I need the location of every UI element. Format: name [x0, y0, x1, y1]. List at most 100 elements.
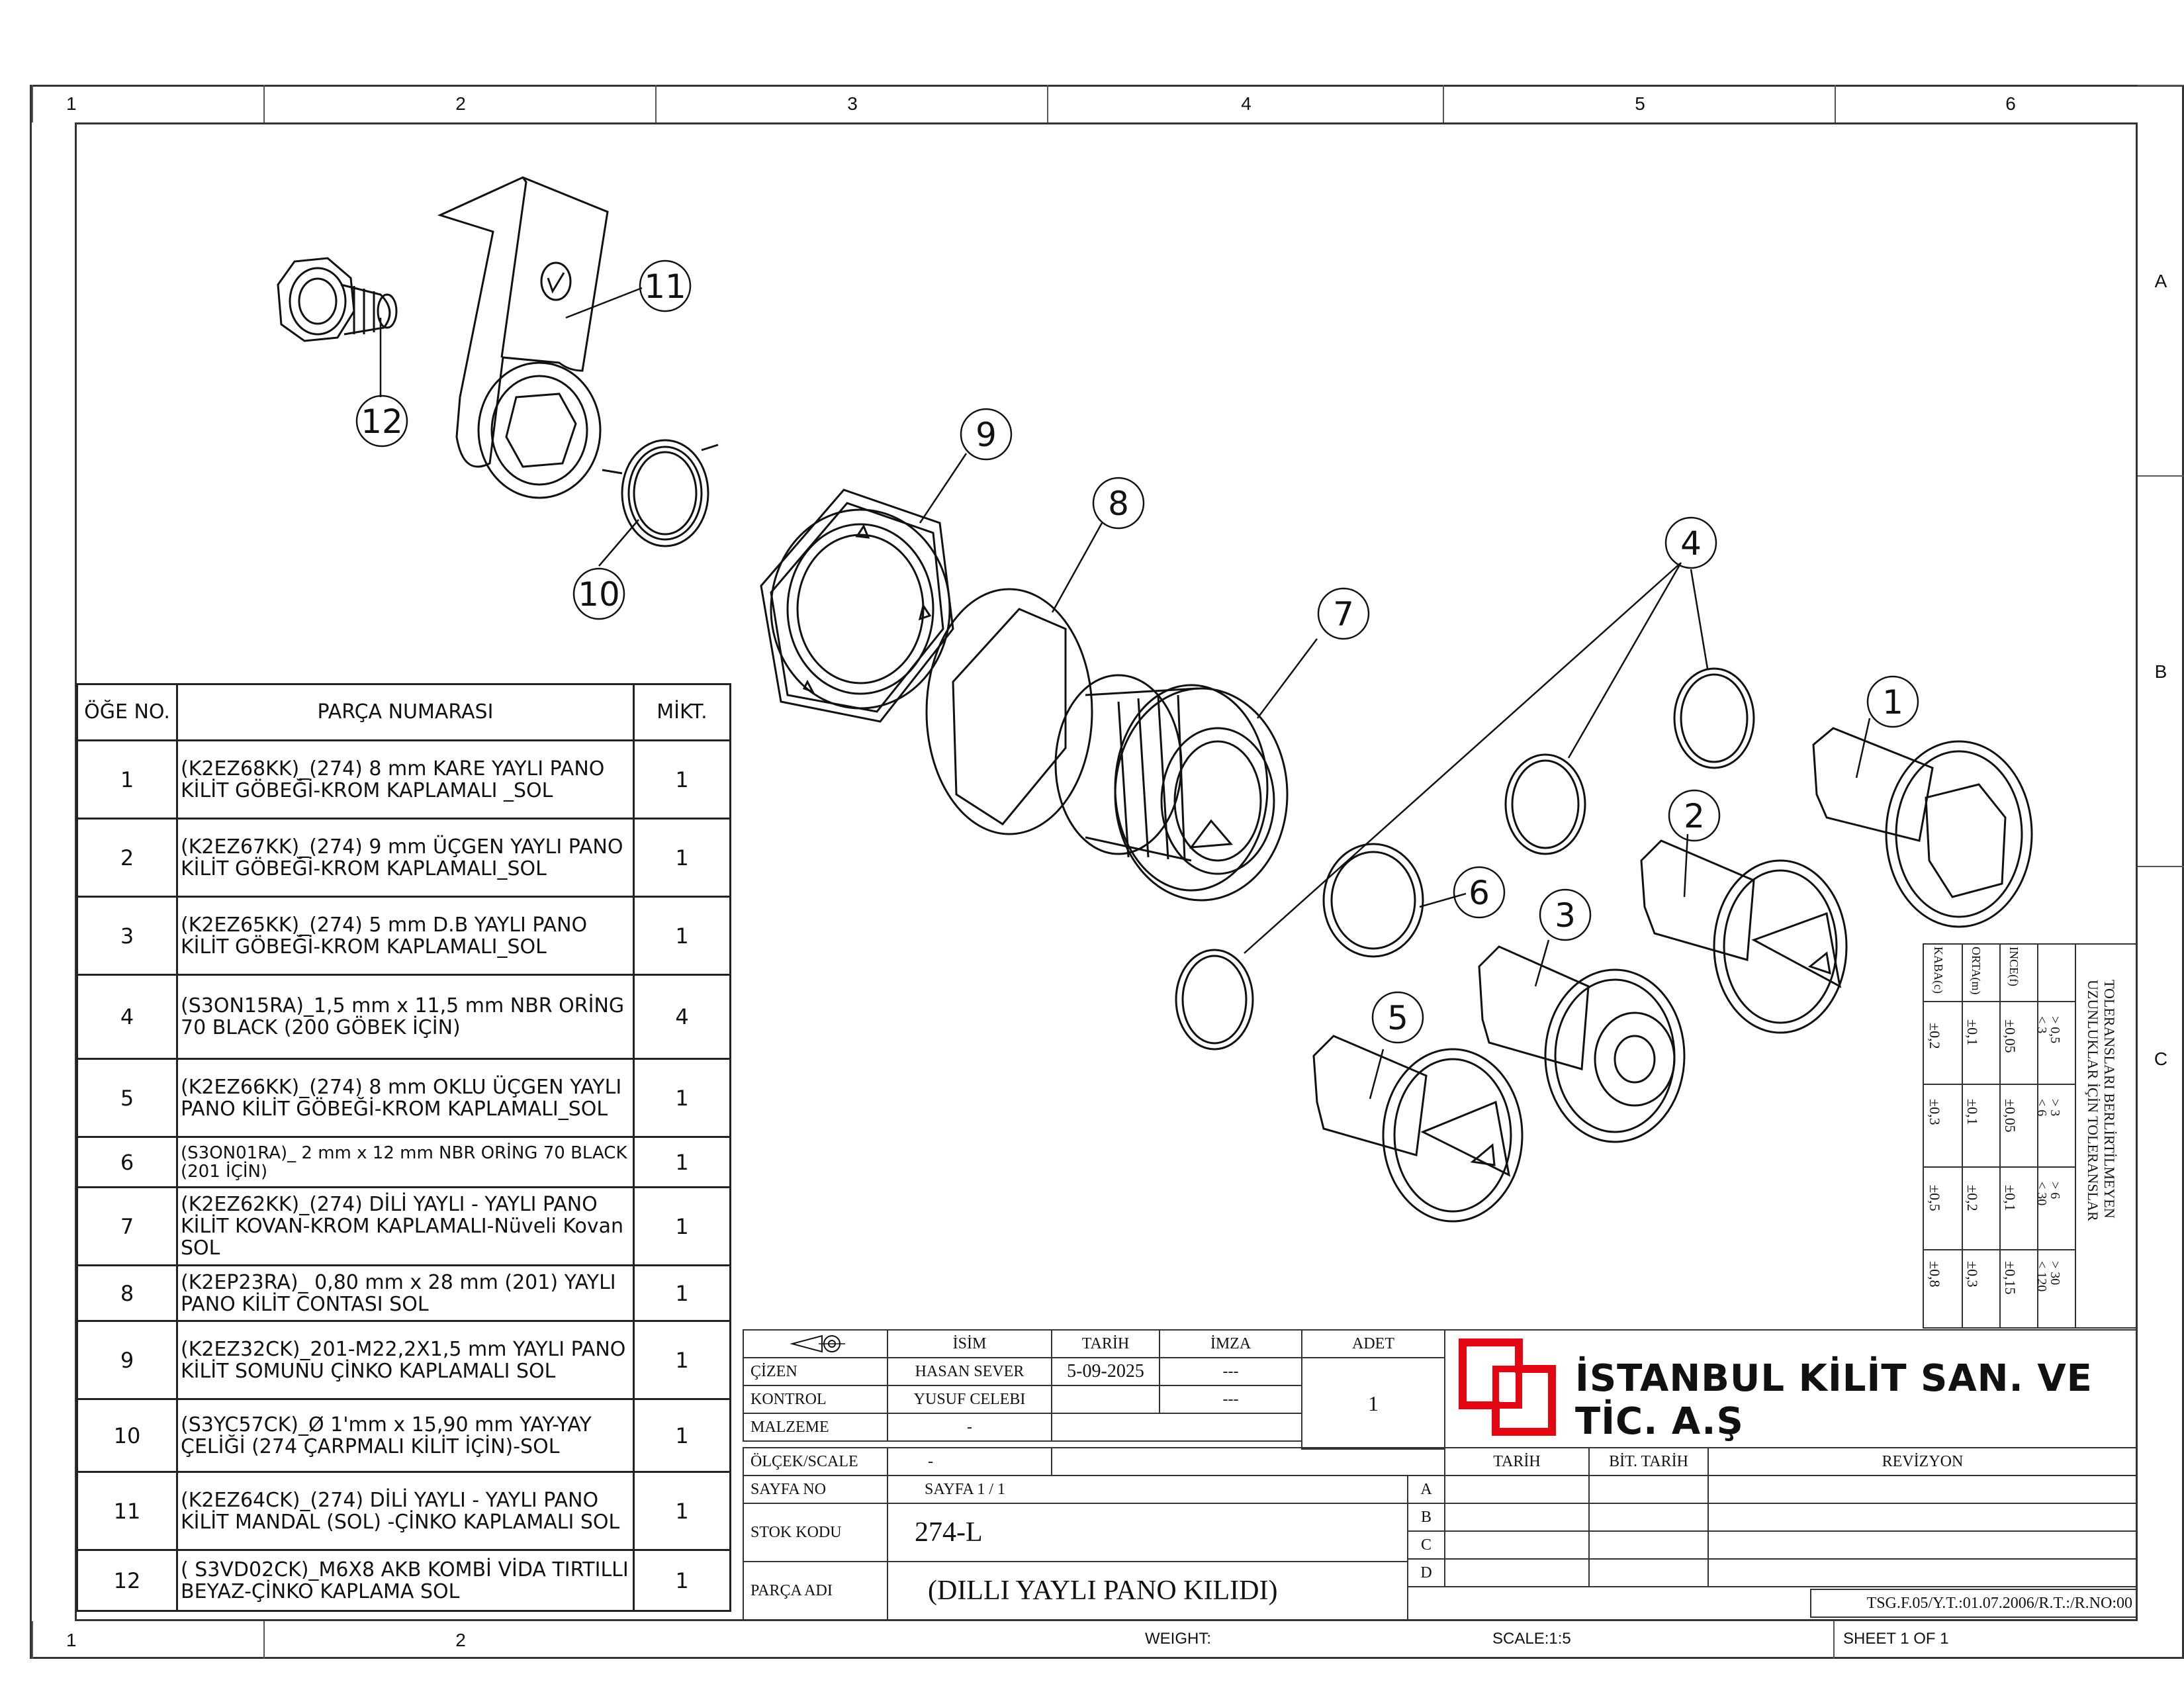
tolerance-row-label-kaba: KABA(c) — [1932, 947, 1945, 994]
balloon-4: 4 — [1680, 524, 1702, 563]
rev-row-B: B — [1407, 1503, 1445, 1532]
table-row: 10(S3YC57CK)_Ø 1'mm x 15,90 mm YAY-YAY Ç… — [76, 1398, 731, 1473]
bom-cell-qty: 1 — [633, 1136, 731, 1188]
malzeme-extra — [1051, 1413, 1302, 1442]
bom-cell-no: 1 — [76, 739, 178, 820]
balloon-6: 6 — [1469, 874, 1490, 912]
cizen-date: 5-09-2025 — [1051, 1357, 1160, 1386]
part-7-housing — [1054, 674, 1289, 902]
tolerance-title-2: UZUNLUKLAR İÇİN TOLERANSLAR — [2085, 980, 2101, 1221]
part-3-db-core — [1478, 945, 1686, 1143]
bom-cell-qty: 1 — [633, 1264, 731, 1322]
bom-cell-qty: 1 — [633, 1471, 731, 1551]
bom-cell-no: 8 — [76, 1264, 178, 1322]
tolerance-row-label-ince: INCE(f) — [2007, 947, 2021, 986]
parca-label: PARÇA ADI — [743, 1561, 888, 1620]
balloon-12: 12 — [361, 402, 403, 441]
tol-kaba-3: ±0,5 — [1927, 1185, 1943, 1211]
col-imza-header: İMZA — [1159, 1329, 1302, 1358]
bom-cell-no: 12 — [76, 1549, 178, 1612]
rev-bit-tarih-header: BİT. TARİH — [1588, 1447, 1709, 1476]
balloon-10: 10 — [578, 575, 620, 614]
part-8-gasket — [925, 588, 1093, 835]
bom-cell-qty: 1 — [633, 739, 731, 820]
bom-cell-qty: 1 — [633, 1398, 731, 1473]
tol-kaba-4: ±0,8 — [1927, 1261, 1943, 1288]
part-5-arrow-triangle-core — [1312, 1035, 1524, 1223]
tol-orta-2: ±0,1 — [1964, 1099, 1981, 1125]
rev-tarih-header: TARİH — [1444, 1447, 1590, 1476]
bom-cell-no: 3 — [76, 896, 178, 976]
balloon-7: 7 — [1333, 595, 1354, 633]
company-name: İSTANBUL KİLİT SAN. VE TİC. A.Ş — [1575, 1357, 2093, 1443]
bom-cell-part: (K2EZ62KK)_(274) DİLİ YAYLI - YAYLI PANO… — [176, 1186, 635, 1266]
sayfa-value: SAYFA 1 / 1 — [887, 1475, 1408, 1504]
rev-revizyon-header: REVİZYON — [1707, 1447, 2138, 1476]
tolerance-table — [1923, 943, 2138, 1329]
balloon-1: 1 — [1882, 683, 1903, 722]
malzeme-value: - — [887, 1413, 1052, 1442]
bom-cell-no: 9 — [76, 1320, 178, 1400]
bom-cell-no: 7 — [76, 1186, 178, 1266]
part-2-triangle-core — [1640, 839, 1848, 1034]
tol-orta-3: ±0,2 — [1964, 1185, 1981, 1211]
bom-cell-part: (K2EZ67KK)_(274) 9 mm ÜÇGEN YAYLI PANO K… — [176, 818, 635, 898]
balloon-3: 3 — [1555, 896, 1576, 935]
part-1-square-core — [1812, 727, 2033, 928]
tolerance-range-2: > 3 < 6 — [2034, 1099, 2062, 1117]
cizen-label: ÇİZEN — [743, 1357, 888, 1386]
part-4-orings — [1175, 667, 1755, 1051]
cizen-name: HASAN SEVER — [887, 1357, 1052, 1386]
tol-kaba-2: ±0,3 — [1927, 1099, 1943, 1125]
bom-cell-no: 10 — [76, 1398, 178, 1473]
bom-cell-part: ( S3VD02CK)_M6X8 AKB KOMBİ VİDA TIRTILLI… — [176, 1549, 635, 1612]
table-row: 5 (K2EZ66KK)_(274) 8 mm OKLU ÜÇGEN YAYLI… — [76, 1058, 731, 1138]
bom-cell-part: (K2EZ68KK)_(274) 8 mm KARE YAYLI PANO Kİ… — [176, 739, 635, 820]
tolerance-range-1: > 0,5 < 3 — [2034, 1016, 2062, 1044]
part-6-oring — [1322, 843, 1424, 958]
adet-value: 1 — [1301, 1357, 1445, 1450]
zone-bottom-1: 1 — [32, 1621, 265, 1659]
sayfa-label: SAYFA NO — [743, 1475, 888, 1504]
tol-ince-2: ±0,05 — [2002, 1099, 2019, 1133]
olcek-extra — [1051, 1447, 1445, 1476]
projection-symbol-cell — [743, 1329, 888, 1358]
bom-cell-no: 2 — [76, 818, 178, 898]
zone-top-6: 6 — [1835, 85, 2184, 122]
col-tarih-header: TARİH — [1051, 1329, 1160, 1358]
bom-cell-part: (K2EZ32CK)_201-M22,2X1,5 mm YAYLI PANO K… — [176, 1320, 635, 1400]
bom-header-qty: MİKT. — [633, 683, 731, 741]
scale-label: SCALE:1:5 — [1492, 1630, 1571, 1648]
tol-orta-1: ±0,1 — [1964, 1019, 1981, 1046]
tol-kaba-1: ±0,2 — [1927, 1023, 1943, 1049]
bom-cell-no: 6 — [76, 1136, 178, 1188]
balloon-8: 8 — [1108, 485, 1129, 523]
bom-cell-no: 11 — [76, 1471, 178, 1551]
bom-cell-qty: 4 — [633, 974, 731, 1060]
table-row: 6(S3ON01RA)_ 2 mm x 12 mm NBR ORİNG 70 B… — [76, 1136, 731, 1188]
kontrol-date — [1051, 1385, 1160, 1414]
drawing-outer-border — [30, 85, 2184, 1659]
rev-row-C: C — [1407, 1530, 1445, 1560]
bom-cell-part: (K2EP23RA)_ 0,80 mm x 28 mm (201) YAYLI … — [176, 1264, 635, 1322]
col-adet-header: ADET — [1301, 1329, 1445, 1358]
weight-label: WEIGHT: — [1145, 1630, 1211, 1648]
kontrol-name: YUSUF CELEBI — [887, 1385, 1052, 1414]
olcek-label: ÖLÇEK/SCALE — [743, 1447, 888, 1476]
table-row: 3 (K2EZ65KK)_(274) 5 mm D.B YAYLI PANO K… — [76, 896, 731, 976]
bom-cell-part: (S3ON01RA)_ 2 mm x 12 mm NBR ORİNG 70 BL… — [176, 1136, 635, 1188]
zone-side-B: B — [2138, 475, 2184, 867]
zone-side-C: C — [2138, 866, 2184, 1251]
balloon-2: 2 — [1684, 797, 1705, 835]
olcek-value: - — [887, 1447, 1052, 1476]
part-11-latch — [437, 176, 609, 499]
bom-cell-no: 4 — [76, 974, 178, 1060]
bom-cell-qty: 1 — [633, 1320, 731, 1400]
zone-top-4: 4 — [1047, 85, 1444, 122]
zone-top-1: 1 — [32, 85, 265, 122]
bom-cell-part: (S3ON15RA)_1,5 mm x 11,5 mm NBR ORİNG 70… — [176, 974, 635, 1060]
bom-header-row: ÖĞE NO. PARÇA NUMARASI MİKT. — [76, 683, 731, 741]
tol-orta-4: ±0,3 — [1964, 1261, 1981, 1288]
kontrol-sign: --- — [1159, 1385, 1302, 1414]
